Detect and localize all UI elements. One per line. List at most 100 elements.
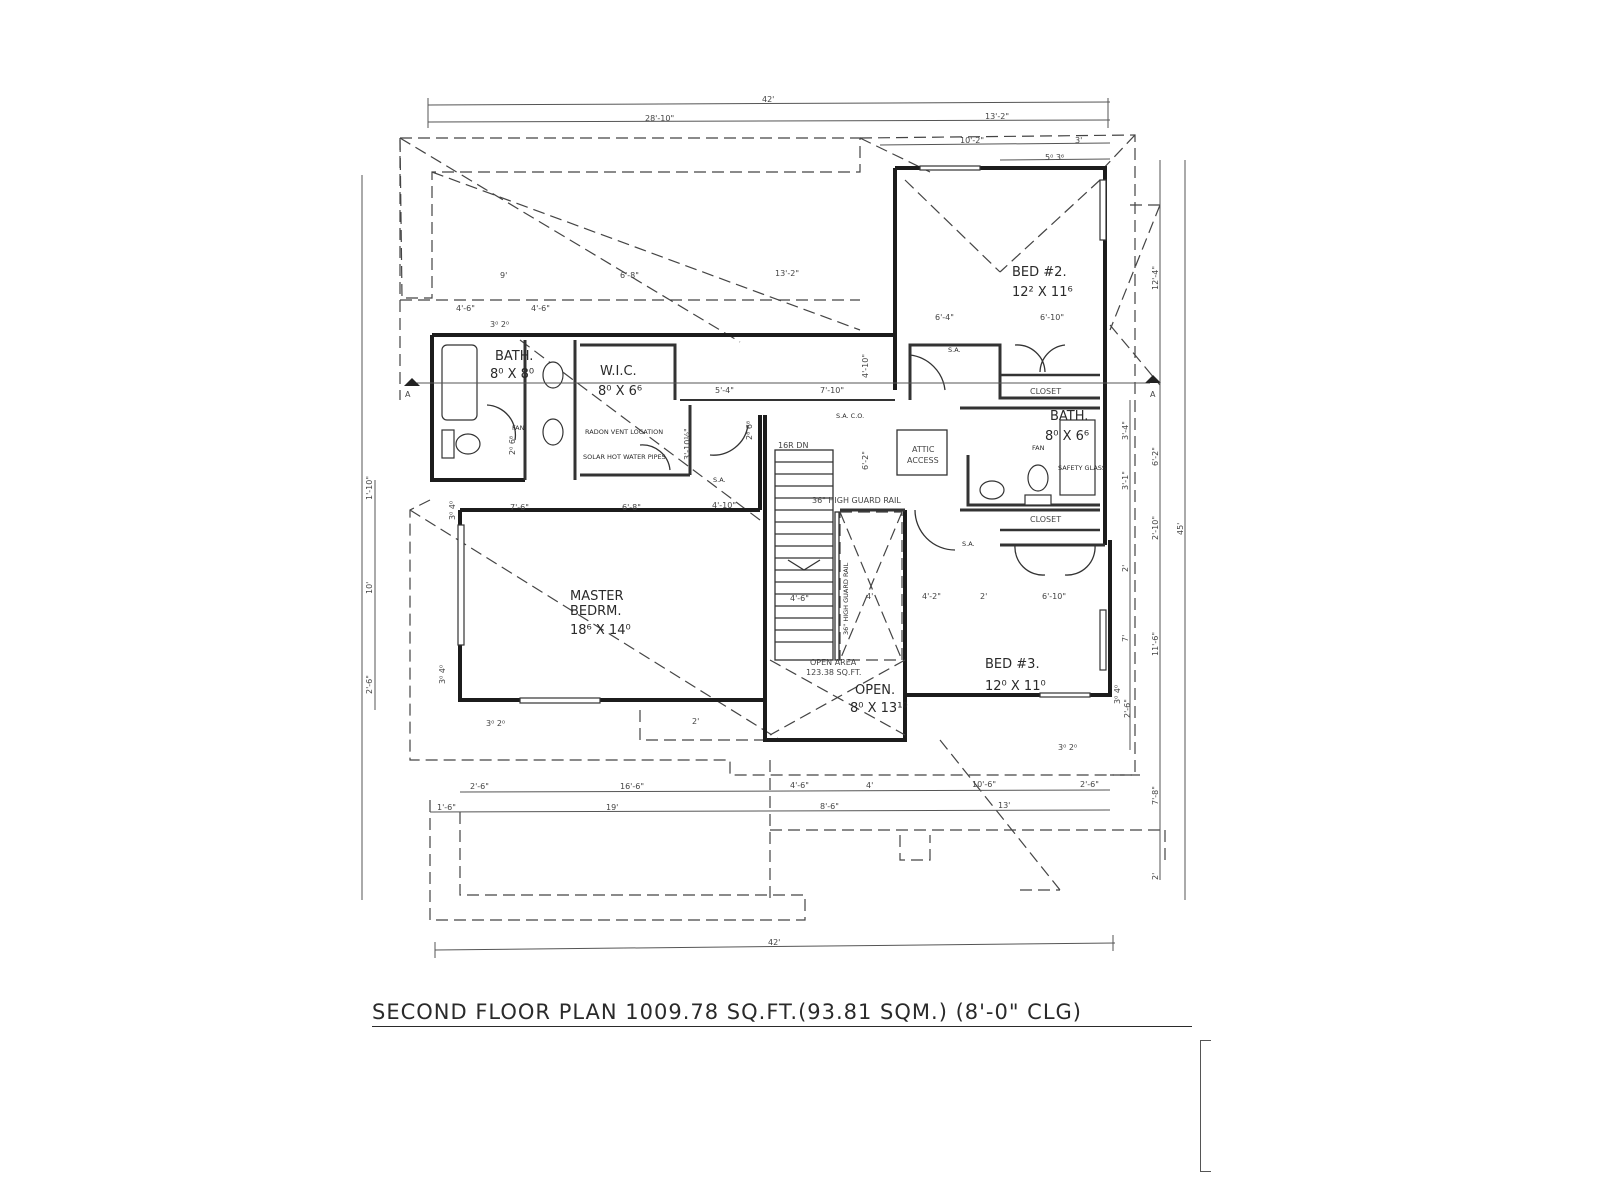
fan-label: FAN [512, 424, 525, 432]
attic-hatch [896, 429, 948, 476]
section-line [404, 375, 1161, 386]
dim-mb-c: 4'-10" [712, 501, 736, 510]
closet-label: CLOSET [1030, 387, 1061, 396]
dim-b3-b: 2' [980, 592, 987, 601]
attic-label-1: ATTIC [912, 445, 935, 454]
page-edge-mark [1200, 1040, 1211, 1172]
dim-row2-c: 13'-2" [775, 269, 799, 278]
dim-row2-b: 6'-8" [620, 271, 639, 280]
closet-label-2: CLOSET [1030, 515, 1061, 524]
dim-mid-c: 4'-10" [861, 354, 870, 378]
sink [542, 418, 564, 446]
dim-left-c: 2'-6" [365, 675, 374, 694]
dim-wic-d: 3'-10½" [683, 428, 692, 460]
room-name-master-bath: BATH. [495, 349, 533, 364]
dim-stair-w2: 4' [866, 592, 873, 601]
dim-row3-a: 4'-6" [456, 304, 475, 313]
open-to-below [769, 508, 906, 736]
dim-mid-a: 5'-4" [715, 386, 734, 395]
dim-bot1-a: 2'-6" [470, 782, 489, 791]
safety-glass-label: SAFETY GLASS [1058, 464, 1106, 472]
dim-top-left: 28'-10" [645, 114, 674, 123]
room-size-wic: 8⁰ X 6⁶ [598, 384, 642, 399]
bathroom-fixtures [441, 344, 1096, 506]
dim-left-a: 1'-10" [365, 476, 374, 500]
room-name-wic: W.I.C. [600, 364, 637, 379]
dim-right-a: 12'-4" [1151, 266, 1160, 290]
dim-win-d: 3⁰ 2⁰ [1058, 743, 1077, 752]
toilet-tank [1024, 494, 1052, 506]
staircase [774, 449, 834, 661]
doors [486, 344, 1096, 576]
dim-bot1-f: 2'-6" [1080, 780, 1099, 789]
room-name-bed2: BED #2. [1012, 265, 1067, 280]
dim-win-a: 3⁰ 4⁰ [448, 501, 457, 520]
dim-r-in-a: 3'-4" [1121, 421, 1130, 440]
top-dimension-lines [427, 98, 1111, 161]
dim-bot1-c: 4'-6" [790, 781, 809, 790]
dim-mid-2: 2' [692, 717, 699, 726]
dim-bot-overall: 42' [768, 938, 780, 947]
dim-bot1-e: 10'-6" [972, 780, 996, 789]
dim-bot2-b: 19' [606, 803, 618, 812]
dim-mid-d: 6'-2" [861, 451, 870, 470]
dim-b3-a: 4'-2" [922, 592, 941, 601]
open-size: 8⁰ X 13¹⁰ [850, 701, 908, 716]
dim-bed2-a: 6'-4" [935, 313, 954, 322]
windows [457, 165, 1107, 704]
dim-bot2-d: 13' [998, 801, 1010, 810]
room-name-master-line2: BEDRM. [570, 604, 622, 619]
dim-door-1: 2⁰ 6⁸ [508, 436, 517, 455]
guard-rail-vertical-label: 36" HIGH GUARD RAIL [842, 562, 850, 635]
dim-right-c: 2'-10" [1151, 516, 1160, 540]
solar-label: SOLAR HOT WATER PIPES [583, 453, 666, 461]
guard-rail-label: 36" HIGH GUARD RAIL [812, 496, 901, 505]
dim-left-b: 10' [365, 582, 374, 594]
dim-stair-w: 4'-6" [790, 594, 809, 603]
dim-bot1-b: 16'-6" [620, 782, 644, 791]
dim-b3-c: 6'-10" [1042, 592, 1066, 601]
open-area-label: OPEN AREA [810, 658, 857, 667]
sink [542, 361, 564, 389]
dim-mb-a: 7'-6" [510, 503, 529, 512]
smoke-alarm-label-3: S.A. [962, 540, 975, 548]
section-marker-left: A [405, 390, 411, 399]
dim-bot2-c: 8'-6" [820, 802, 839, 811]
room-name-bed3: BED #3. [985, 657, 1040, 672]
plan-title: SECOND FLOOR PLAN 1009.78 SQ.FT.(93.81 S… [372, 1000, 1192, 1027]
dim-right-b: 6'-2" [1151, 447, 1160, 466]
dim-mid-b: 7'-10" [820, 386, 844, 395]
side-dimension-lines [361, 160, 1186, 900]
exterior-walls [430, 166, 1112, 742]
toilet-tank [441, 429, 455, 459]
smoke-alarm-co-label: S.A. C.O. [836, 412, 864, 420]
radon-label: RADON VENT LOCATION [585, 428, 663, 436]
dim-right-f: 2' [1151, 873, 1160, 880]
dim-top-r1: 10'-2" [960, 136, 984, 145]
dim-r-in-e: 2'-6" [1123, 699, 1132, 718]
room-size-bed2: 12² X 11⁶ [1012, 285, 1073, 300]
toilet-bowl [455, 433, 481, 455]
dim-bot2-a: 1'-6" [437, 803, 456, 812]
open-label: OPEN. [855, 683, 895, 698]
dim-win-c: 3⁰ 2⁰ [486, 719, 505, 728]
room-size-bed3: 12⁰ X 11⁰ [985, 679, 1046, 694]
dim-top-r3: 5⁰ 3⁶ [1045, 153, 1064, 162]
room-name-bath2: BATH. [1050, 409, 1088, 424]
smoke-alarm-label: S.A. [948, 346, 961, 354]
stair-label: 16R DN [778, 441, 808, 450]
dim-door-2: 2⁸ 6⁸ [745, 421, 754, 440]
section-marker-right: A [1150, 390, 1156, 399]
shower [1059, 419, 1096, 496]
dim-top-overall: 42' [762, 95, 774, 104]
sink [979, 480, 1005, 500]
room-size-master: 18⁶ X 14⁰ [570, 623, 631, 638]
dim-bot1-d: 4' [866, 781, 873, 790]
dim-row3-b: 4'-6" [531, 304, 550, 313]
dim-top-right: 13'-2" [985, 112, 1009, 121]
dim-r-in-c: 2' [1121, 565, 1130, 572]
room-size-bath2: 8⁰ X 6⁶ [1045, 429, 1089, 444]
toilet-bowl [1027, 464, 1049, 492]
dim-right-e: 7'-8" [1151, 786, 1160, 805]
